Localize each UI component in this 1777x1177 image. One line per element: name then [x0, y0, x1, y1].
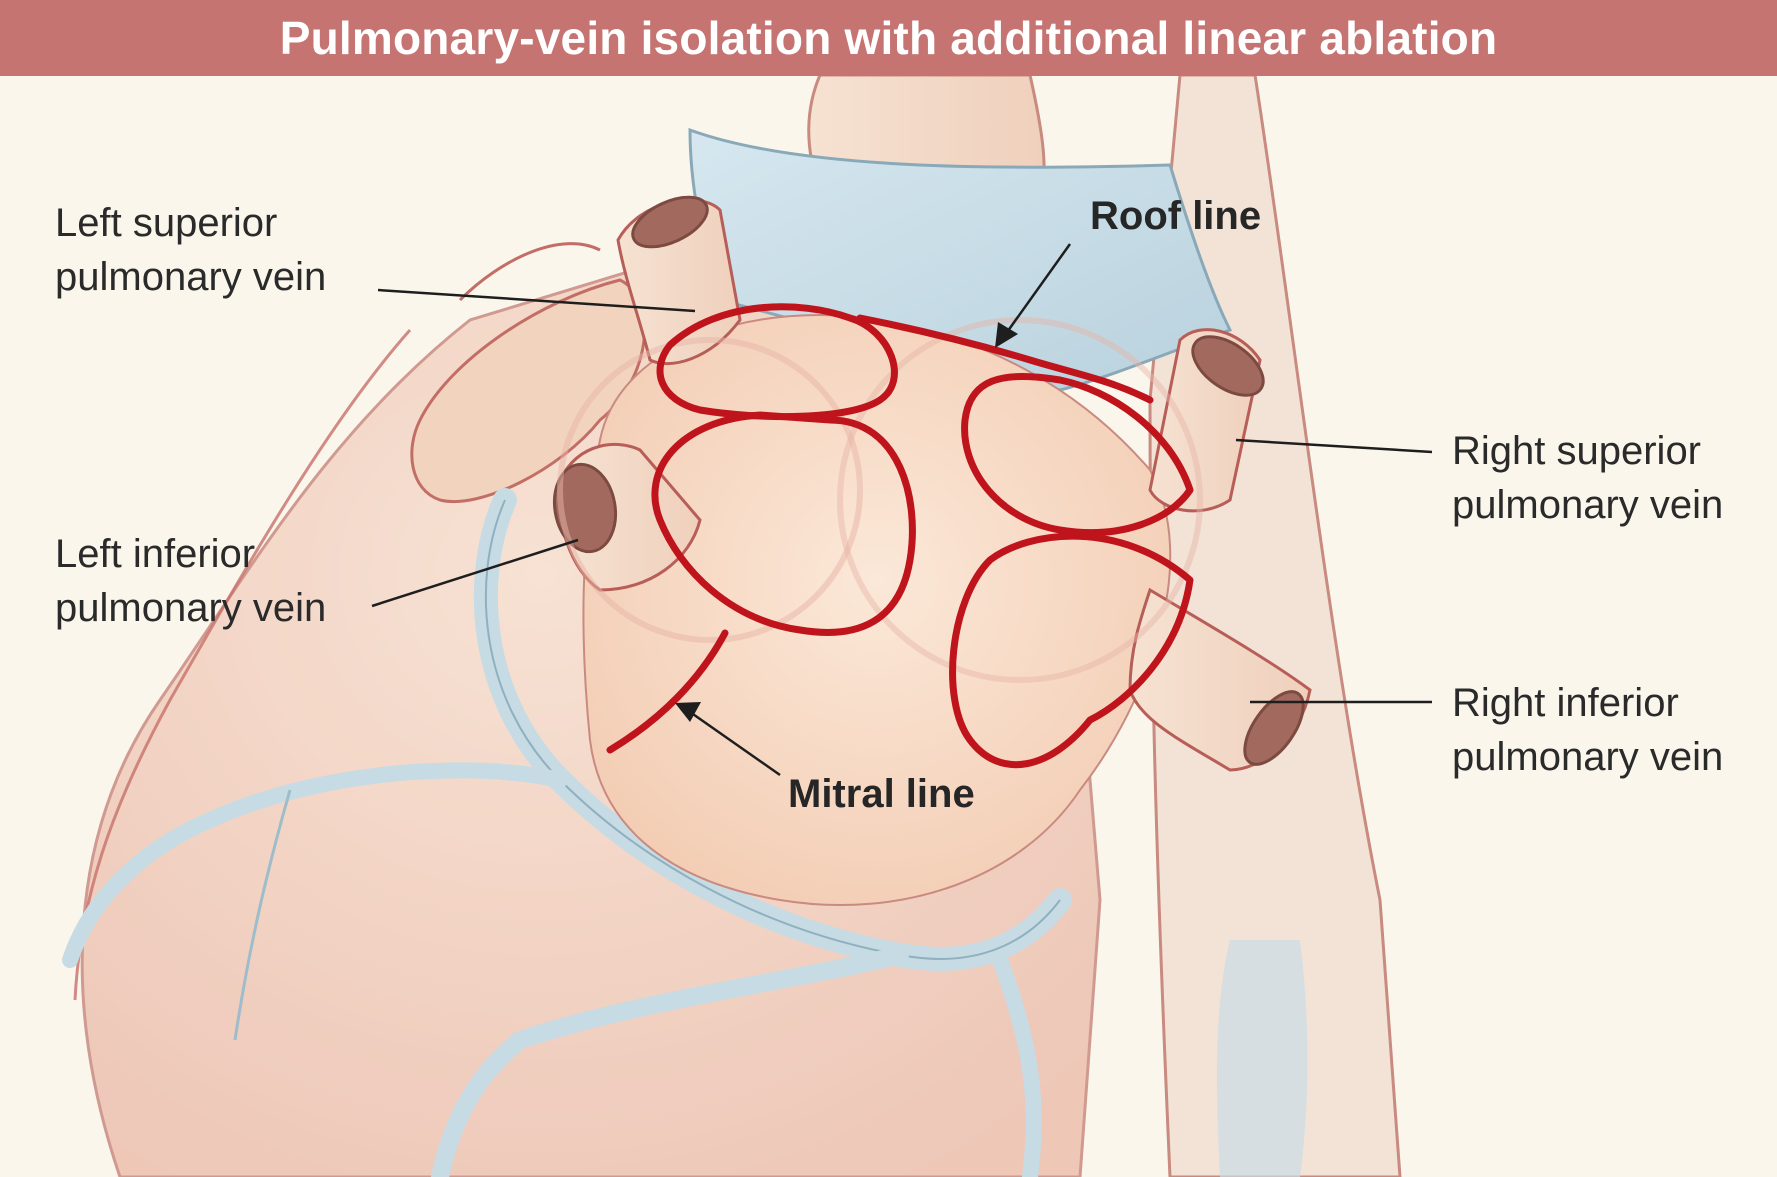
callout-mitral-line: Mitral line [788, 772, 975, 816]
branch-vein [233, 789, 292, 1041]
ablation-lines [606, 303, 1194, 769]
mitral-line [606, 629, 729, 754]
label-right-superior-pulmonary-vein: Right superior pulmonary vein [1452, 424, 1723, 532]
leader-right-superior [1235, 438, 1433, 454]
left-superior-isolation-loop [656, 303, 898, 421]
arrowhead-mitral [675, 702, 701, 722]
leader-lines [371, 243, 1433, 777]
appendage-fold [458, 242, 601, 302]
right-inferior-isolation-loop [949, 532, 1194, 769]
label-left-inferior-pulmonary-vein: Left inferior pulmonary vein [55, 527, 326, 635]
roof-line [856, 314, 1154, 404]
label-right-superior-line-2: pulmonary vein [1452, 483, 1724, 527]
label-left-inferior-line-2: pulmonary vein [55, 586, 327, 630]
small-vein [992, 952, 1042, 1177]
right-superior-isolation-loop [961, 372, 1194, 537]
label-left-superior-line-1: Left superior [55, 201, 278, 245]
arrow-roof-line [1003, 243, 1072, 336]
pv-ring-right [837, 317, 1203, 683]
label-right-inferior-pulmonary-vein: Right inferior pulmonary vein [1452, 676, 1723, 784]
arrow-mitral-line [689, 710, 781, 777]
leader-left-inferior [371, 538, 579, 608]
arrowhead-roof [995, 322, 1018, 348]
leader-left-superior [377, 288, 696, 313]
label-left-superior-line-2: pulmonary vein [55, 255, 327, 299]
left-heart-edge [73, 329, 412, 1001]
vena-cava-blue [1217, 940, 1308, 1177]
great-cardiac-vein [62, 762, 568, 968]
label-left-inferior-line-1: Left inferior [55, 532, 256, 576]
title-bar: Pulmonary-vein isolation with additional… [0, 0, 1777, 76]
left-inferior-isolation-loop [651, 411, 916, 636]
pv-ring-left [557, 337, 863, 643]
label-right-superior-line-1: Right superior [1452, 429, 1702, 473]
label-right-inferior-line-1: Right inferior [1452, 681, 1679, 725]
coronary-sinus-outline [484, 499, 1061, 960]
label-left-superior-pulmonary-vein: Left superior pulmonary vein [55, 196, 326, 304]
figure-title: Pulmonary-vein isolation with additional… [279, 12, 1498, 64]
label-right-inferior-line-2: pulmonary vein [1452, 735, 1724, 779]
callout-roof-line: Roof line [1090, 194, 1262, 238]
left-inferior-pulmonary-vein [552, 443, 702, 592]
inferior-vein [431, 946, 909, 1177]
